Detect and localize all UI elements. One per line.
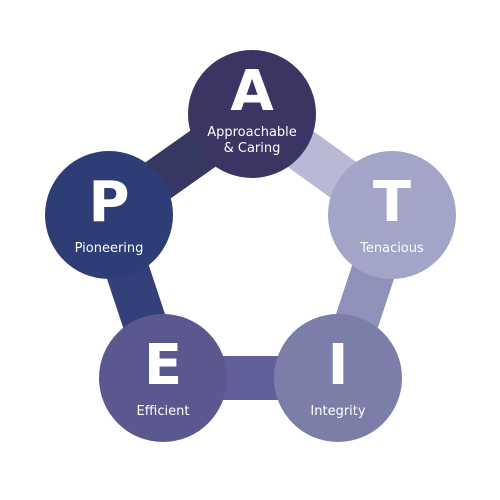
node-e: E Efficient: [99, 314, 227, 442]
node-circle-t: [328, 151, 456, 279]
node-circle-p: [45, 151, 173, 279]
node-letter-e: E: [144, 333, 182, 398]
node-label-a-1: Approachable: [207, 125, 297, 140]
node-label-a-2: & Caring: [224, 141, 281, 156]
node-letter-t: T: [373, 170, 411, 235]
node-letter-p: P: [88, 170, 129, 235]
node-label-e: Efficient: [137, 404, 190, 419]
node-t: T Tenacious: [328, 151, 456, 279]
node-label-i: Integrity: [310, 404, 365, 419]
node-letter-a: A: [230, 59, 274, 124]
node-p: P Pioneering: [45, 151, 173, 279]
node-letter-i: I: [328, 333, 349, 398]
node-label-p: Pioneering: [75, 241, 144, 256]
node-circle-e: [99, 314, 227, 442]
node-circle-i: [274, 314, 402, 442]
node-circle-a: [188, 50, 316, 178]
node-i: I Integrity: [274, 314, 402, 442]
node-label-t: Tenacious: [359, 241, 424, 256]
